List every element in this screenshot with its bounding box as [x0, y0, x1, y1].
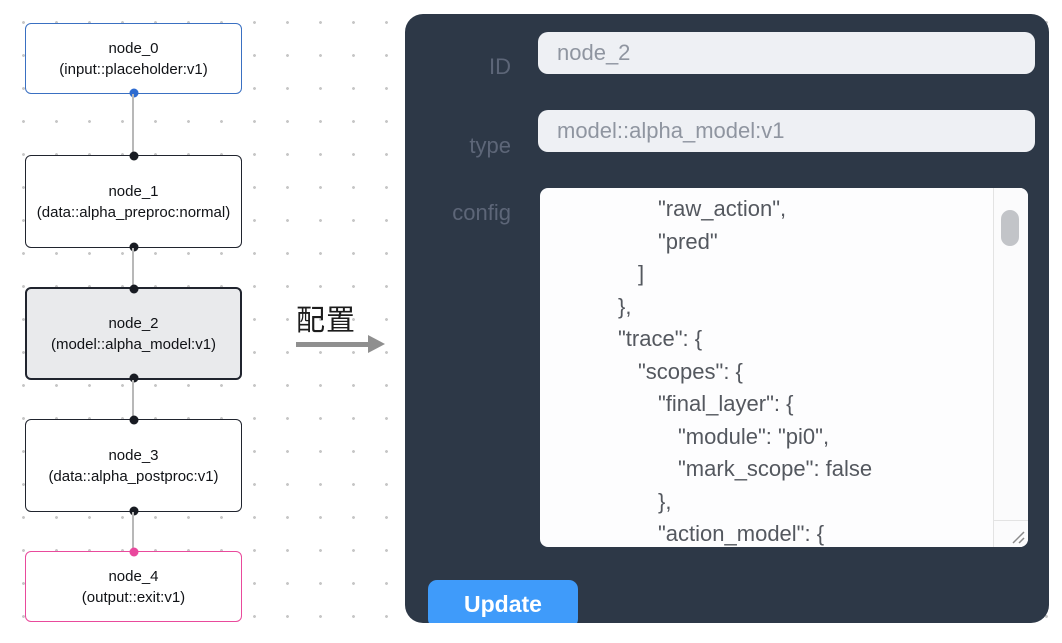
- graph-edge: [132, 248, 134, 287]
- node-subtitle: (data::alpha_postproc:v1): [48, 467, 219, 485]
- node-output-port[interactable]: [129, 506, 138, 516]
- node-input-port[interactable]: [129, 151, 138, 161]
- node-subtitle: (output::exit:v1): [81, 588, 186, 606]
- graph-node-node_3[interactable]: node_3(data::alpha_postproc:v1): [25, 415, 242, 516]
- node-subtitle: (input::placeholder:v1): [59, 60, 208, 78]
- node-input-port[interactable]: [129, 415, 138, 425]
- config-field-label: config: [452, 200, 511, 225]
- arrow-right-icon-head: [368, 335, 385, 353]
- node-output-port[interactable]: [129, 88, 138, 98]
- node-title: node_1: [108, 182, 159, 200]
- graph-canvas[interactable]: node_0(input::placeholder:v1)node_1(data…: [0, 0, 270, 643]
- config-json-line: },: [618, 293, 632, 319]
- node-input-port[interactable]: [129, 547, 138, 557]
- scrollbar-divider: [994, 520, 1028, 521]
- node-subtitle: (model::alpha_model:v1): [50, 335, 217, 353]
- config-json-line: "scopes": {: [638, 358, 743, 384]
- graph-edge: [132, 380, 134, 419]
- graph-edge: [132, 512, 134, 551]
- graph-node-node_1[interactable]: node_1(data::alpha_preproc:normal): [25, 151, 242, 252]
- config-json-line: "pred": [658, 228, 718, 254]
- config-json-line: "final_layer": {: [658, 391, 794, 416]
- id-input[interactable]: node_2: [538, 32, 1035, 74]
- graph-node-node_4[interactable]: node_4(output::exit:v1): [25, 547, 242, 622]
- node-title: node_3: [108, 446, 159, 464]
- graph-edge: [132, 94, 134, 155]
- config-json-line: "action_model": {: [658, 521, 825, 546]
- config-json-line: "module": "pi0",: [678, 423, 830, 449]
- config-json-text: "raw_action", "pred"]}, "trace": { "scopes"…: [558, 193, 988, 547]
- transition-label: 配置: [296, 305, 357, 337]
- type-field-label: type: [469, 133, 511, 158]
- config-json-line: "mark_scope": false: [678, 456, 873, 481]
- config-json-line: },: [658, 488, 672, 514]
- arrow-right-icon: [296, 342, 372, 347]
- id-field-label: ID: [489, 54, 511, 79]
- node-title: node_0: [108, 39, 159, 57]
- config-panel: ID node_2 type model::alpha_model:v1 con…: [405, 14, 1049, 623]
- update-button[interactable]: Update: [428, 580, 578, 623]
- graph-node-node_0[interactable]: node_0(input::placeholder:v1): [25, 23, 242, 98]
- graph-node-node_2[interactable]: node_2(model::alpha_model:v1): [25, 284, 242, 383]
- node-output-port[interactable]: [129, 242, 138, 252]
- config-textarea[interactable]: "raw_action", "pred"]}, "trace": { "scopes"…: [540, 188, 1028, 547]
- config-json-line: "trace": {: [618, 326, 703, 351]
- resize-grip-icon[interactable]: [1010, 529, 1026, 545]
- node-output-port[interactable]: [129, 373, 138, 383]
- type-input[interactable]: model::alpha_model:v1: [538, 110, 1035, 152]
- node-title: node_4: [108, 567, 159, 585]
- config-scrollbar-thumb[interactable]: [1001, 210, 1019, 246]
- node-input-port[interactable]: [129, 284, 138, 294]
- config-json-line: ]: [638, 261, 645, 286]
- node-subtitle: (data::alpha_preproc:normal): [36, 203, 231, 221]
- config-scrollbar-track[interactable]: [993, 188, 1028, 547]
- config-json-line: "raw_action",: [658, 196, 787, 221]
- node-title: node_2: [108, 314, 159, 332]
